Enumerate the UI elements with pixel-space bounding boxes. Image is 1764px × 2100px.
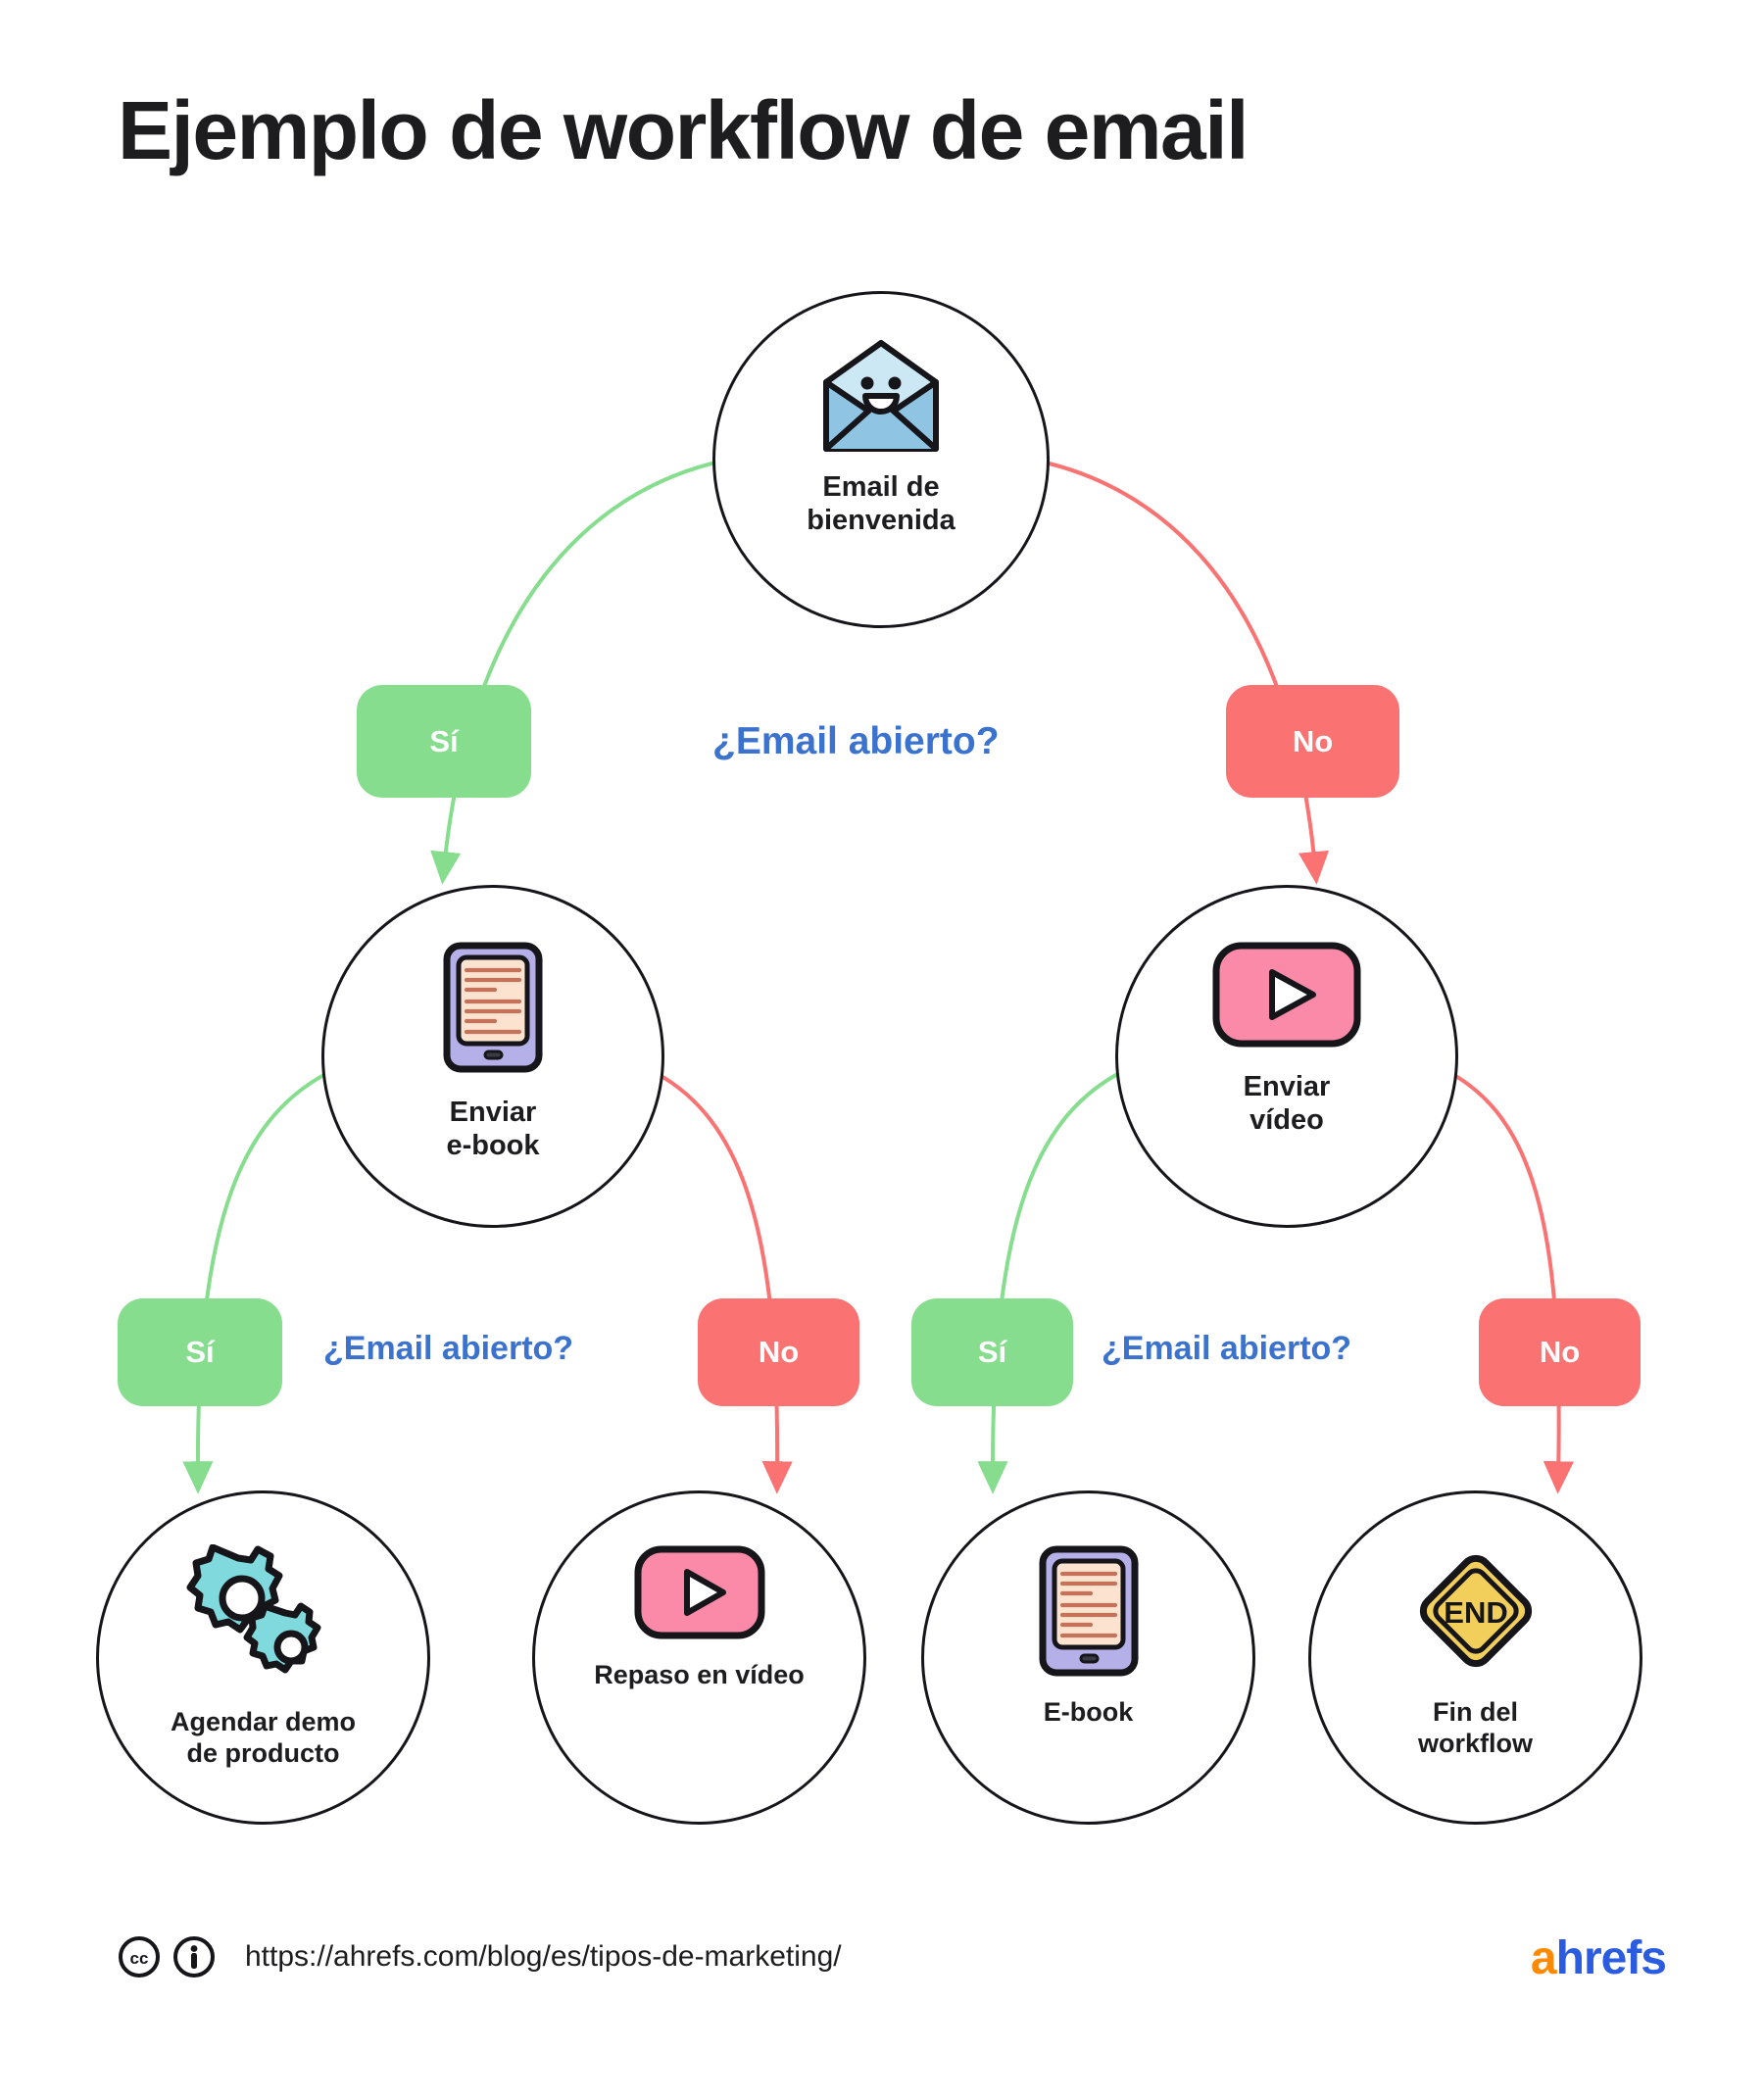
node-ebook[interactable]: E-book (921, 1490, 1255, 1825)
badge-no-row1[interactable]: No (1226, 685, 1399, 798)
edge-ebook-to-demo (182, 1066, 338, 1494)
video-play-icon (633, 1544, 766, 1640)
badge-yes-row1[interactable]: Sí (357, 685, 531, 798)
node-enviar-video[interactable]: Enviar vídeo (1115, 885, 1458, 1228)
edge-video-to-fin (1441, 1066, 1574, 1494)
question-label-row1: ¿Email abierto? (712, 720, 1000, 762)
svg-text:END: END (1444, 1595, 1507, 1630)
logo-text-rest: hrefs (1555, 1932, 1667, 1984)
badge-no-row2-left[interactable]: No (698, 1298, 859, 1406)
end-sign-icon: END (1409, 1544, 1543, 1678)
node-label: Email de bienvenida (807, 471, 956, 537)
license-badges: cc (118, 1935, 216, 1978)
node-label: Fin del workflow (1417, 1697, 1533, 1758)
edge-video-to-ebook (977, 1066, 1130, 1494)
svg-text:cc: cc (130, 1949, 149, 1968)
video-play-icon (1211, 941, 1362, 1049)
badge-yes-row2-left[interactable]: Sí (118, 1298, 282, 1406)
node-repaso-video[interactable]: Repaso en vídeo (532, 1490, 866, 1825)
node-email-bienvenida[interactable]: Email de bienvenida (712, 291, 1050, 628)
badge-no-row2-right[interactable]: No (1479, 1298, 1641, 1406)
node-label: Enviar e-book (446, 1097, 540, 1162)
footer-url[interactable]: https://ahrefs.com/blog/es/tipos-de-mark… (245, 1940, 842, 1973)
edge-root-to-ebook (430, 459, 725, 885)
footer: cc https://ahrefs.com/blog/es/tipos-de-m… (0, 1932, 1764, 2024)
question-label-row2-left: ¿Email abierto? (323, 1330, 574, 1367)
open-envelope-smiling-icon (818, 339, 944, 455)
node-label: E-book (1043, 1697, 1134, 1727)
node-label: Repaso en vídeo (594, 1660, 805, 1689)
creative-commons-icon: cc (119, 1936, 160, 1978)
footer-license-group: cc https://ahrefs.com/blog/es/tipos-de-m… (118, 1935, 842, 1978)
node-label: Agendar demo de producto (170, 1707, 357, 1768)
tablet-ebook-icon (1038, 1544, 1140, 1678)
attribution-person-icon (173, 1936, 215, 1978)
logo-letter-a: a (1530, 1932, 1557, 1984)
badge-yes-row2-right[interactable]: Sí (911, 1298, 1073, 1406)
page-title: Ejemplo de workflow de email (118, 84, 1249, 176)
node-agendar-demo[interactable]: Agendar demo de producto (96, 1490, 430, 1825)
question-label-row2-right: ¿Email abierto? (1102, 1330, 1352, 1367)
node-label: Enviar vídeo (1243, 1071, 1331, 1137)
node-fin-workflow[interactable]: END Fin del workflow (1308, 1490, 1642, 1825)
tablet-ebook-icon (442, 941, 544, 1074)
edge-root-to-video (1036, 459, 1330, 885)
gears-icon (185, 1544, 342, 1687)
edge-ebook-to-repaso (646, 1066, 793, 1494)
node-enviar-ebook[interactable]: Enviar e-book (321, 885, 664, 1228)
